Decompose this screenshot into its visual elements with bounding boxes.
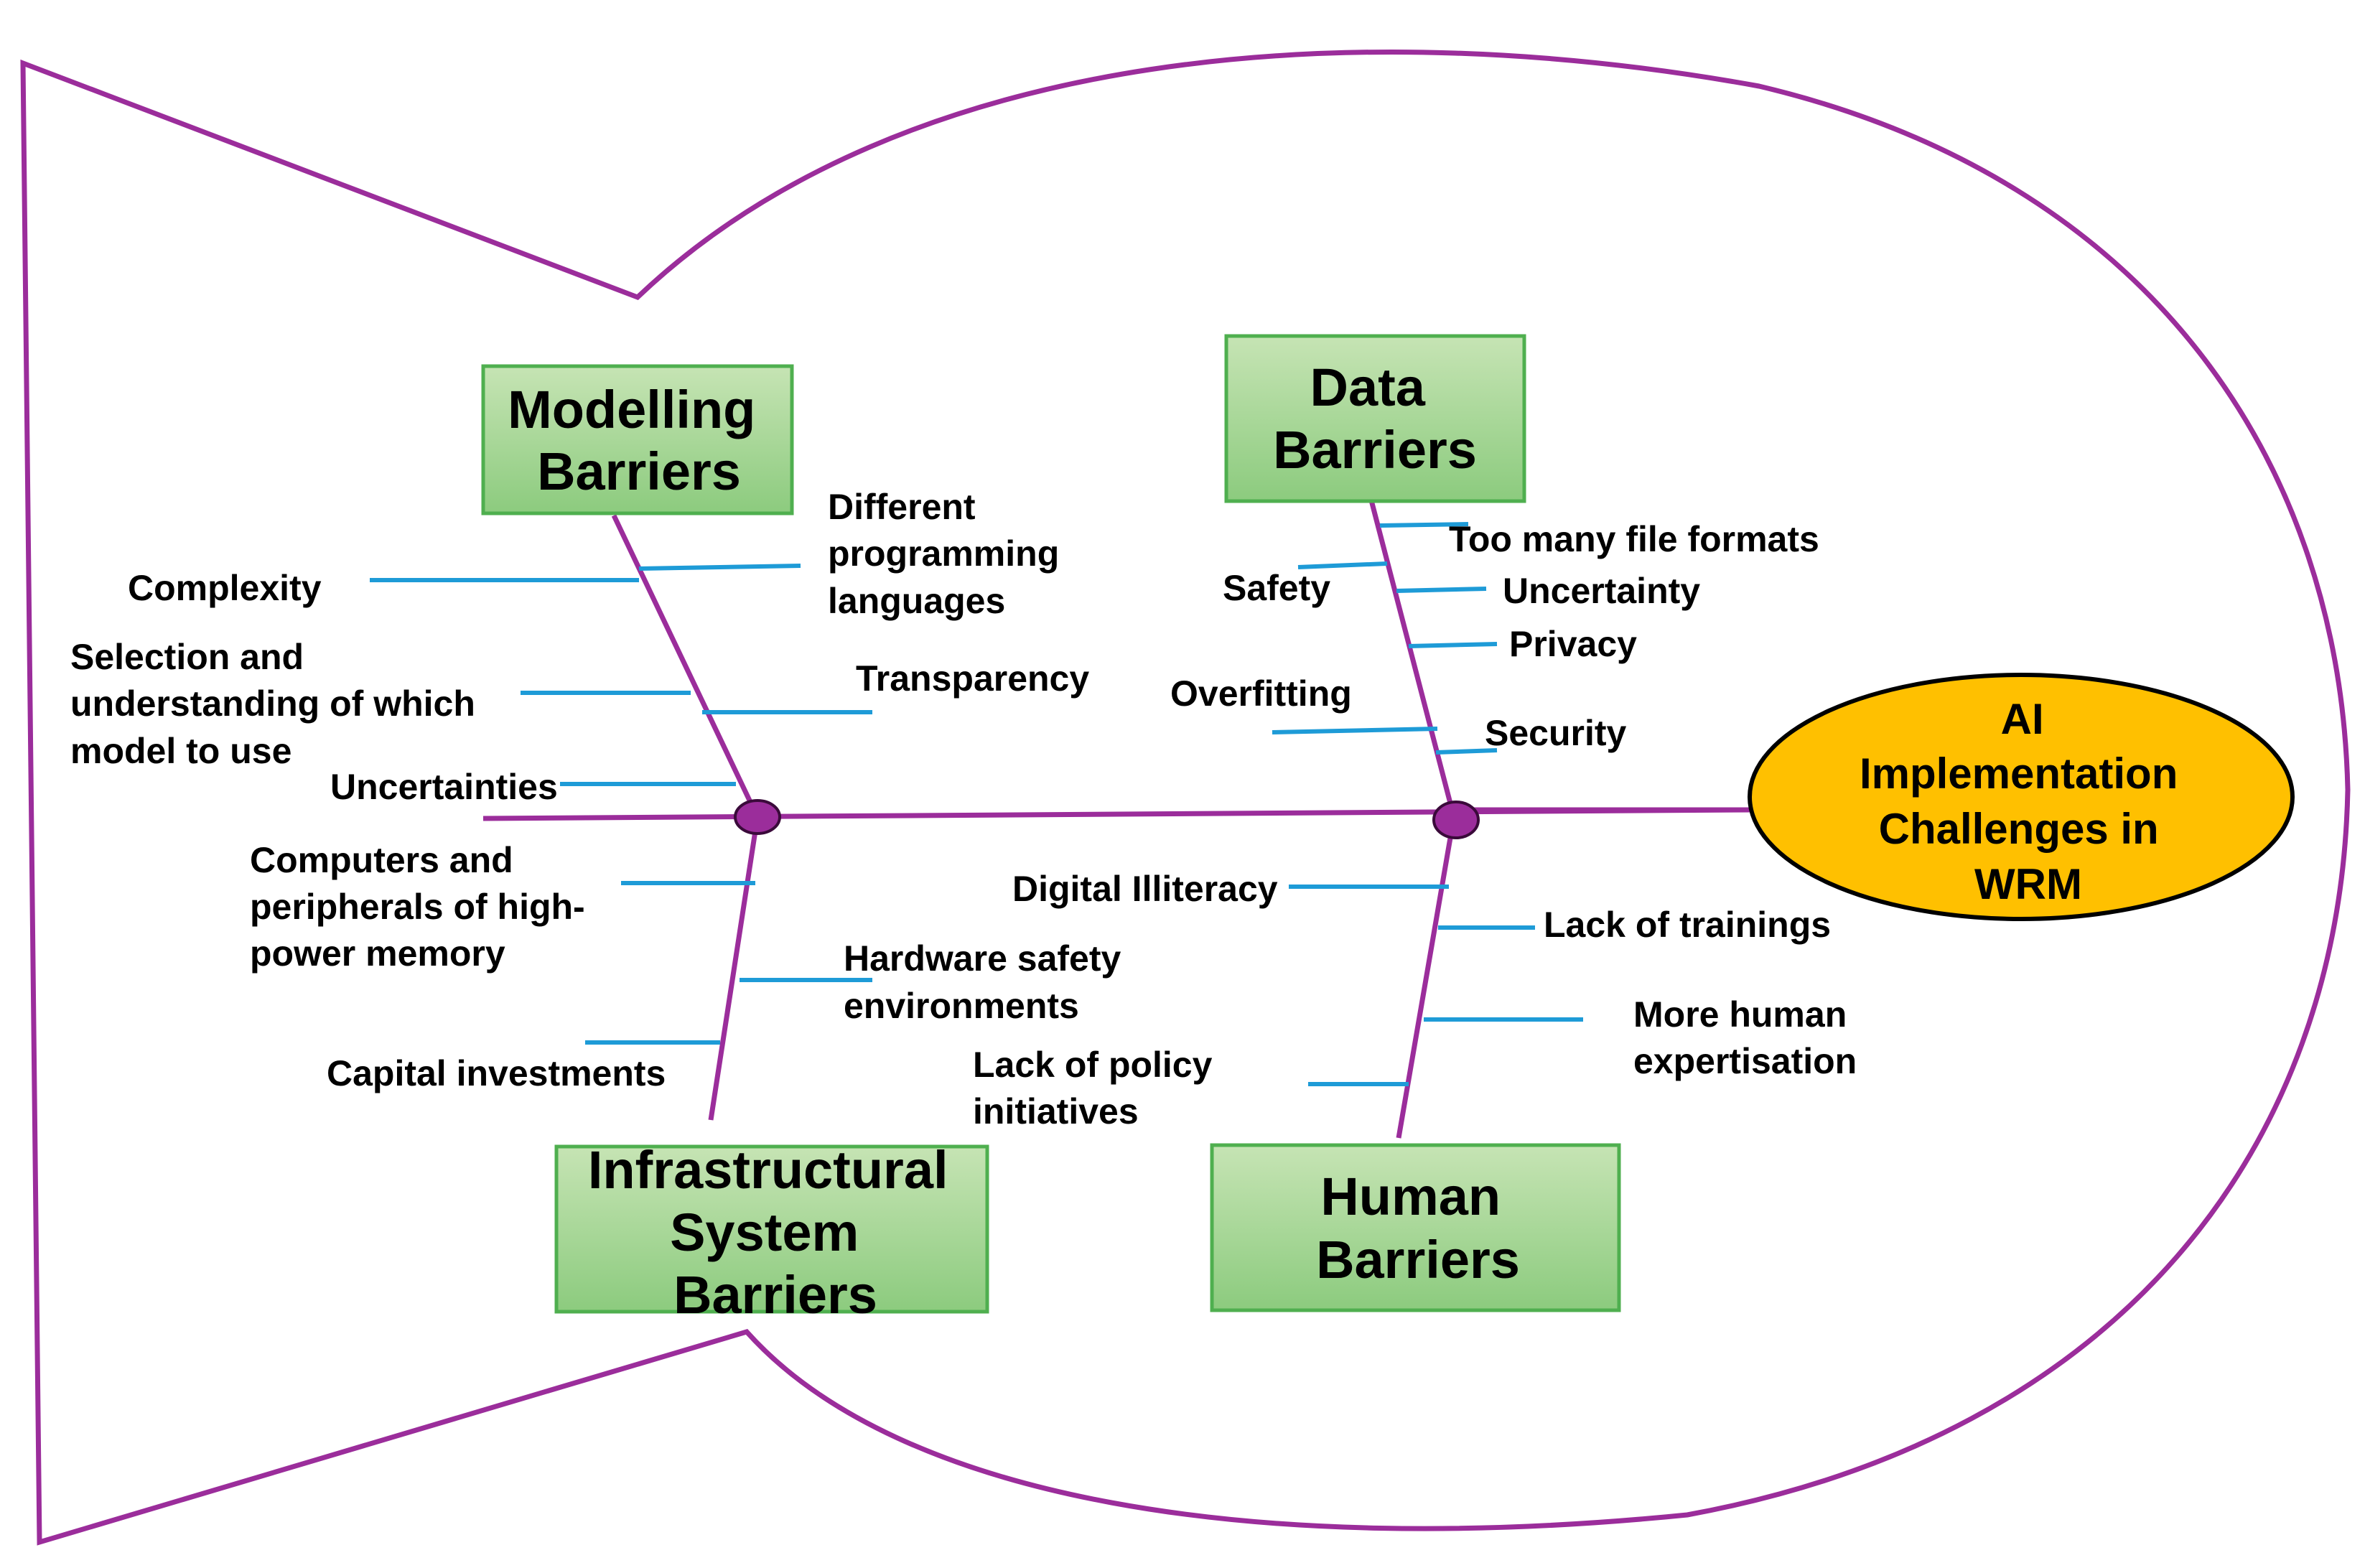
human-barriers-label: Human Barriers <box>1316 1167 1520 1289</box>
modelling-bone <box>611 514 760 818</box>
cause-lack-of-policy: Lack of policy initiatives <box>973 1045 1222 1131</box>
tick-different-programming <box>638 564 801 571</box>
effect-ellipse <box>1748 673 2295 921</box>
tick-safety <box>1297 561 1388 569</box>
cause-security: Security <box>1485 713 1627 753</box>
data-joint <box>1432 801 1480 839</box>
cause-uncertainties: Uncertainties <box>330 767 558 807</box>
data-barriers-label: Data Barriers <box>1273 358 1477 480</box>
modelling-barriers-box: Modelling Barriers <box>481 364 794 515</box>
tick-privacy <box>1408 642 1498 648</box>
cause-hardware-safety: Hardware safety environments <box>844 938 1131 1026</box>
modelling-joint <box>734 799 781 835</box>
tick-uncertainty <box>1396 587 1487 593</box>
cause-computers-peripherals: Computers and peripherals of high- power… <box>250 840 595 974</box>
human-bone <box>1396 816 1457 1139</box>
cause-safety: Safety <box>1223 568 1330 608</box>
cause-capital-investments: Capital investments <box>327 1053 666 1093</box>
cause-transparency: Transparency <box>856 658 1089 699</box>
cause-digital-illiteracy: Digital Illiteracy <box>1012 869 1278 909</box>
cause-complexity: Complexity <box>128 568 322 608</box>
human-barriers-box: Human Barriers <box>1210 1143 1621 1312</box>
tick-too-many-formats <box>1379 522 1469 528</box>
data-barriers-box: Data Barriers <box>1224 334 1526 503</box>
tick-security <box>1435 748 1498 755</box>
data-bone <box>1368 500 1457 818</box>
cause-selection-understanding: Selection and understanding of which mod… <box>70 637 485 771</box>
tick-overfitting <box>1272 727 1438 734</box>
cause-lack-of-trainings: Lack of trainings <box>1544 905 1831 945</box>
cause-more-human-expertisation: More human expertisation <box>1633 994 1857 1081</box>
cause-privacy: Privacy <box>1509 624 1637 664</box>
effect-head: AI Implementation Challenges in WRM <box>1748 673 2295 921</box>
effect-label: AI Implementation Challenges in WRM <box>1860 695 2190 908</box>
cause-uncertainty: Uncertainty <box>1503 571 1700 611</box>
infrastructural-barriers-label: Infrastructural System Barriers <box>588 1140 963 1325</box>
cause-different-programming-languages: Different programming languages <box>828 487 1069 621</box>
fish-outline <box>20 50 2351 1546</box>
infrastructural-barriers-box: Infrastructural System Barriers <box>554 1140 989 1325</box>
cause-too-many-file-formats: Too many file formats <box>1449 519 1819 559</box>
infrastructural-bone <box>708 816 760 1121</box>
cause-overfitting: Overfitting <box>1170 673 1352 714</box>
modelling-barriers-label: Modelling Barriers <box>508 380 770 501</box>
cause-ticks <box>370 522 1583 1086</box>
